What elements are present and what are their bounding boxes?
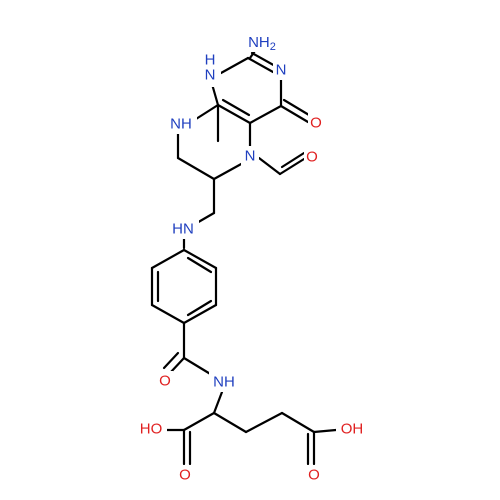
bond-c-o-amide-double xyxy=(162,351,180,370)
bond-ar-6-inner xyxy=(186,299,213,317)
bond-calpha-cooh xyxy=(182,411,216,432)
linker-nitrogen: HN xyxy=(167,219,199,239)
amide-oxygen: O xyxy=(157,371,173,391)
bond-cgamma-cdelta xyxy=(280,411,316,434)
svg-text:HN: HN xyxy=(172,221,194,238)
bond-c8a-c4a-inner xyxy=(221,98,251,117)
bond-c8a-c4a xyxy=(216,103,252,125)
amide-nitrogen: NH xyxy=(209,372,239,392)
ring-nitrogen-8: NH xyxy=(167,114,197,134)
svg-text:N: N xyxy=(245,148,256,165)
bond-ar-2 xyxy=(182,248,218,270)
ring-nitrogen-1: H N xyxy=(199,52,221,87)
bond-lines xyxy=(150,43,338,466)
atom-labels: NH2 N H N O NH N O xyxy=(135,32,368,485)
amino-group-label: NH2 xyxy=(244,32,278,53)
amino-text: NH2 xyxy=(248,34,276,54)
svg-text:O: O xyxy=(179,467,191,484)
bond-c4-o xyxy=(279,104,310,124)
svg-text:N: N xyxy=(276,62,287,79)
alpha-carboxyl-hydroxyl: HO xyxy=(135,419,167,439)
bond-c8a-n8 xyxy=(194,103,220,121)
svg-text:NH: NH xyxy=(170,116,192,133)
bond-n1-c8a xyxy=(210,82,220,107)
gamma-carboxyl-hydroxyl: OH xyxy=(336,419,368,439)
svg-text:OH: OH xyxy=(341,421,364,438)
bond-c-nh-amide xyxy=(182,356,214,377)
bond-cho-o-double xyxy=(280,151,306,169)
svg-text:O: O xyxy=(310,115,322,132)
ring-nitrogen-3: N xyxy=(273,60,289,80)
bond-c4-o-double xyxy=(282,98,311,117)
bond-c-o-amide xyxy=(168,356,186,375)
svg-text:N: N xyxy=(205,67,216,84)
bond-c4-c4a xyxy=(248,104,283,125)
svg-text:H: H xyxy=(205,52,216,69)
svg-text:O: O xyxy=(159,373,171,390)
bond-cho-o xyxy=(278,157,306,176)
bond-c7-c6 xyxy=(176,156,216,181)
bond-c2-n3 xyxy=(246,56,275,74)
bond-ar-5 xyxy=(150,303,186,325)
bond-cbeta-cgamma xyxy=(244,411,284,434)
bond-ar-6 xyxy=(182,303,218,325)
bond-cdelta-oh xyxy=(312,428,338,434)
bond-calpha-cbeta xyxy=(212,411,248,434)
svg-text:NH: NH xyxy=(213,374,235,391)
bond-c2-n3-double xyxy=(250,51,279,69)
oxo-oxygen: O xyxy=(308,113,324,133)
bond-nh-calpha xyxy=(212,390,224,415)
bond-c2-n1 xyxy=(219,56,250,75)
svg-text:O: O xyxy=(306,149,318,166)
gamma-carbonyl-oxygen: O xyxy=(306,465,322,485)
bond-ar-1 xyxy=(150,248,186,270)
ring-nitrogen-5: N xyxy=(241,146,259,166)
bond-c6-n5 xyxy=(212,161,245,181)
formyl-oxygen: O xyxy=(304,147,320,167)
bond-ar-2-inner xyxy=(186,256,213,274)
svg-text:HO: HO xyxy=(140,421,163,438)
bond-n5-cho xyxy=(257,156,282,176)
svg-text:O: O xyxy=(308,467,320,484)
alpha-carbonyl-oxygen: O xyxy=(177,465,193,485)
